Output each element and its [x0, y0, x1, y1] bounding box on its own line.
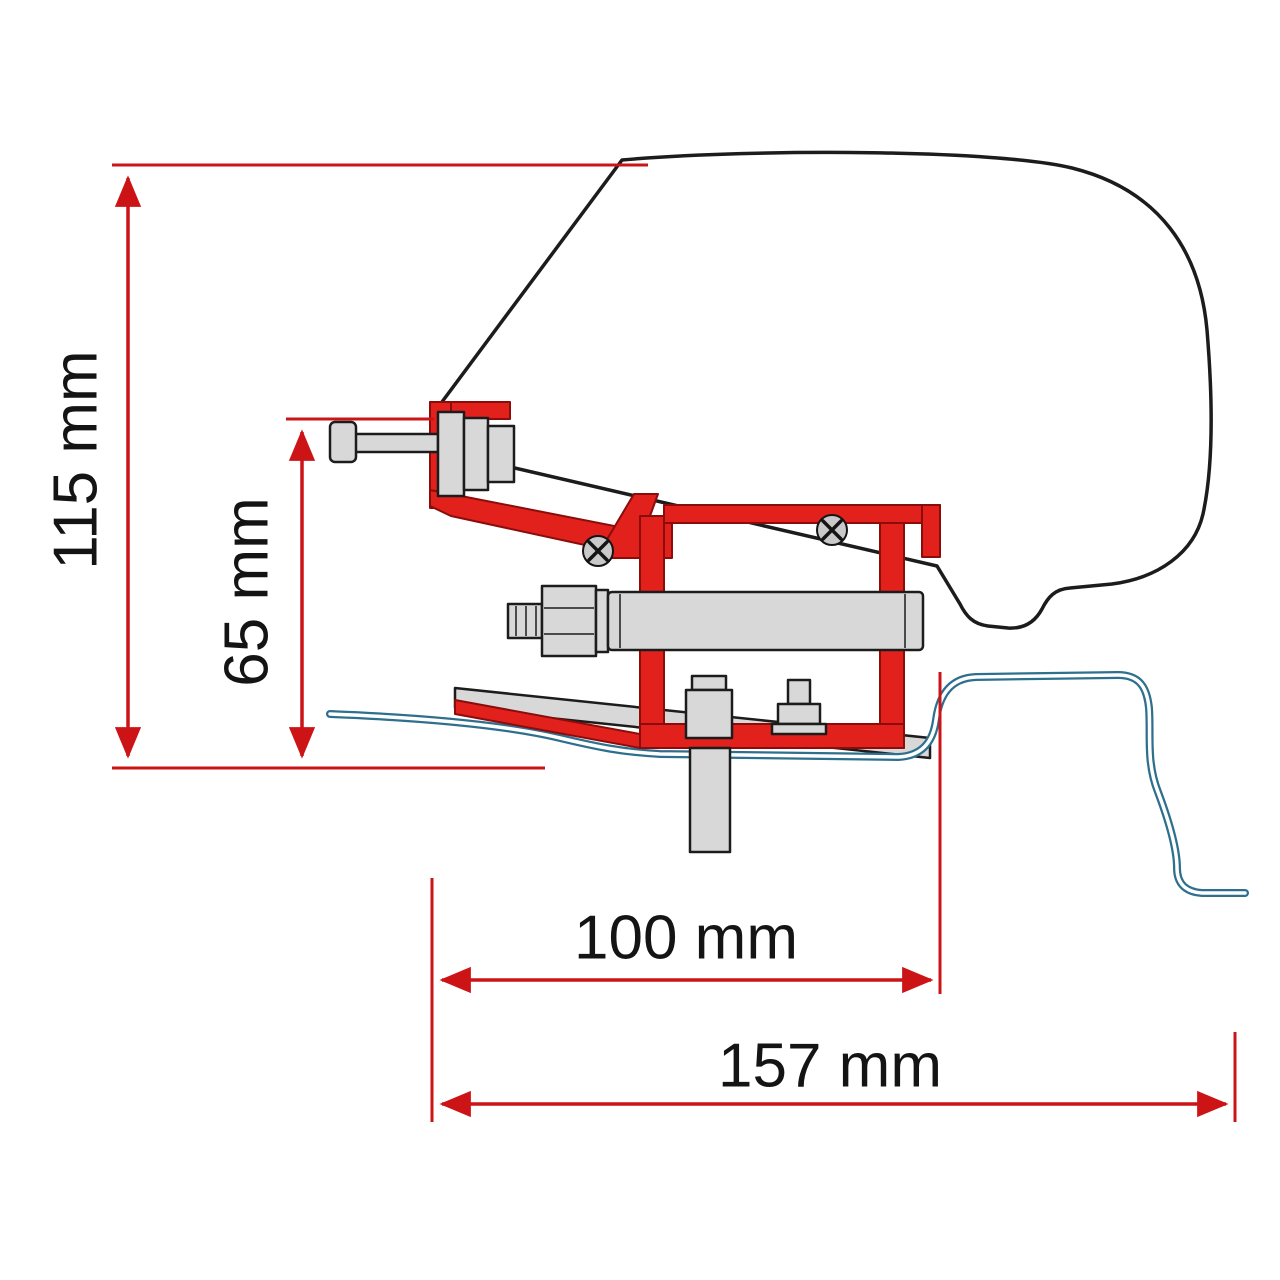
rod-washer: [594, 588, 610, 654]
fixing-screw: [582, 535, 614, 567]
mounting-hardware: [328, 410, 925, 854]
bolt-nut: [776, 702, 822, 726]
mounting-post: [688, 746, 732, 854]
rod-hex-nut: [540, 584, 598, 658]
dimension-label-65mm: 65 mm: [213, 497, 282, 686]
vehicle-roofline: [326, 671, 1249, 897]
clamp-bolt-head: [328, 420, 358, 464]
stud-block: [684, 688, 734, 740]
dimension-label-100mm: 100 mm: [574, 904, 798, 973]
dimension-annotations: 115 mm 65 mm 100 mm 157 mm: [42, 163, 1237, 1122]
bracket-right-lip: [921, 504, 941, 558]
awning-body-outline: [431, 150, 1213, 630]
rod-threaded-tip: [506, 602, 544, 640]
dimension-label-157mm: 157 mm: [718, 1032, 942, 1101]
clamp-plate-1: [436, 410, 466, 498]
bracket-top-flange: [663, 504, 941, 524]
bolt-washer: [770, 722, 828, 736]
clamp-plate-2: [462, 416, 490, 492]
fixing-screw: [816, 514, 848, 546]
clamp-plate-3: [486, 424, 516, 484]
bracket-bottom-strip: [454, 699, 641, 749]
spacer-rod: [606, 590, 925, 652]
clamp-bolt-shaft: [352, 432, 440, 454]
dimension-label-115mm: 115 mm: [42, 350, 111, 569]
bolt-tip: [786, 678, 812, 706]
stud-cap: [690, 674, 728, 692]
